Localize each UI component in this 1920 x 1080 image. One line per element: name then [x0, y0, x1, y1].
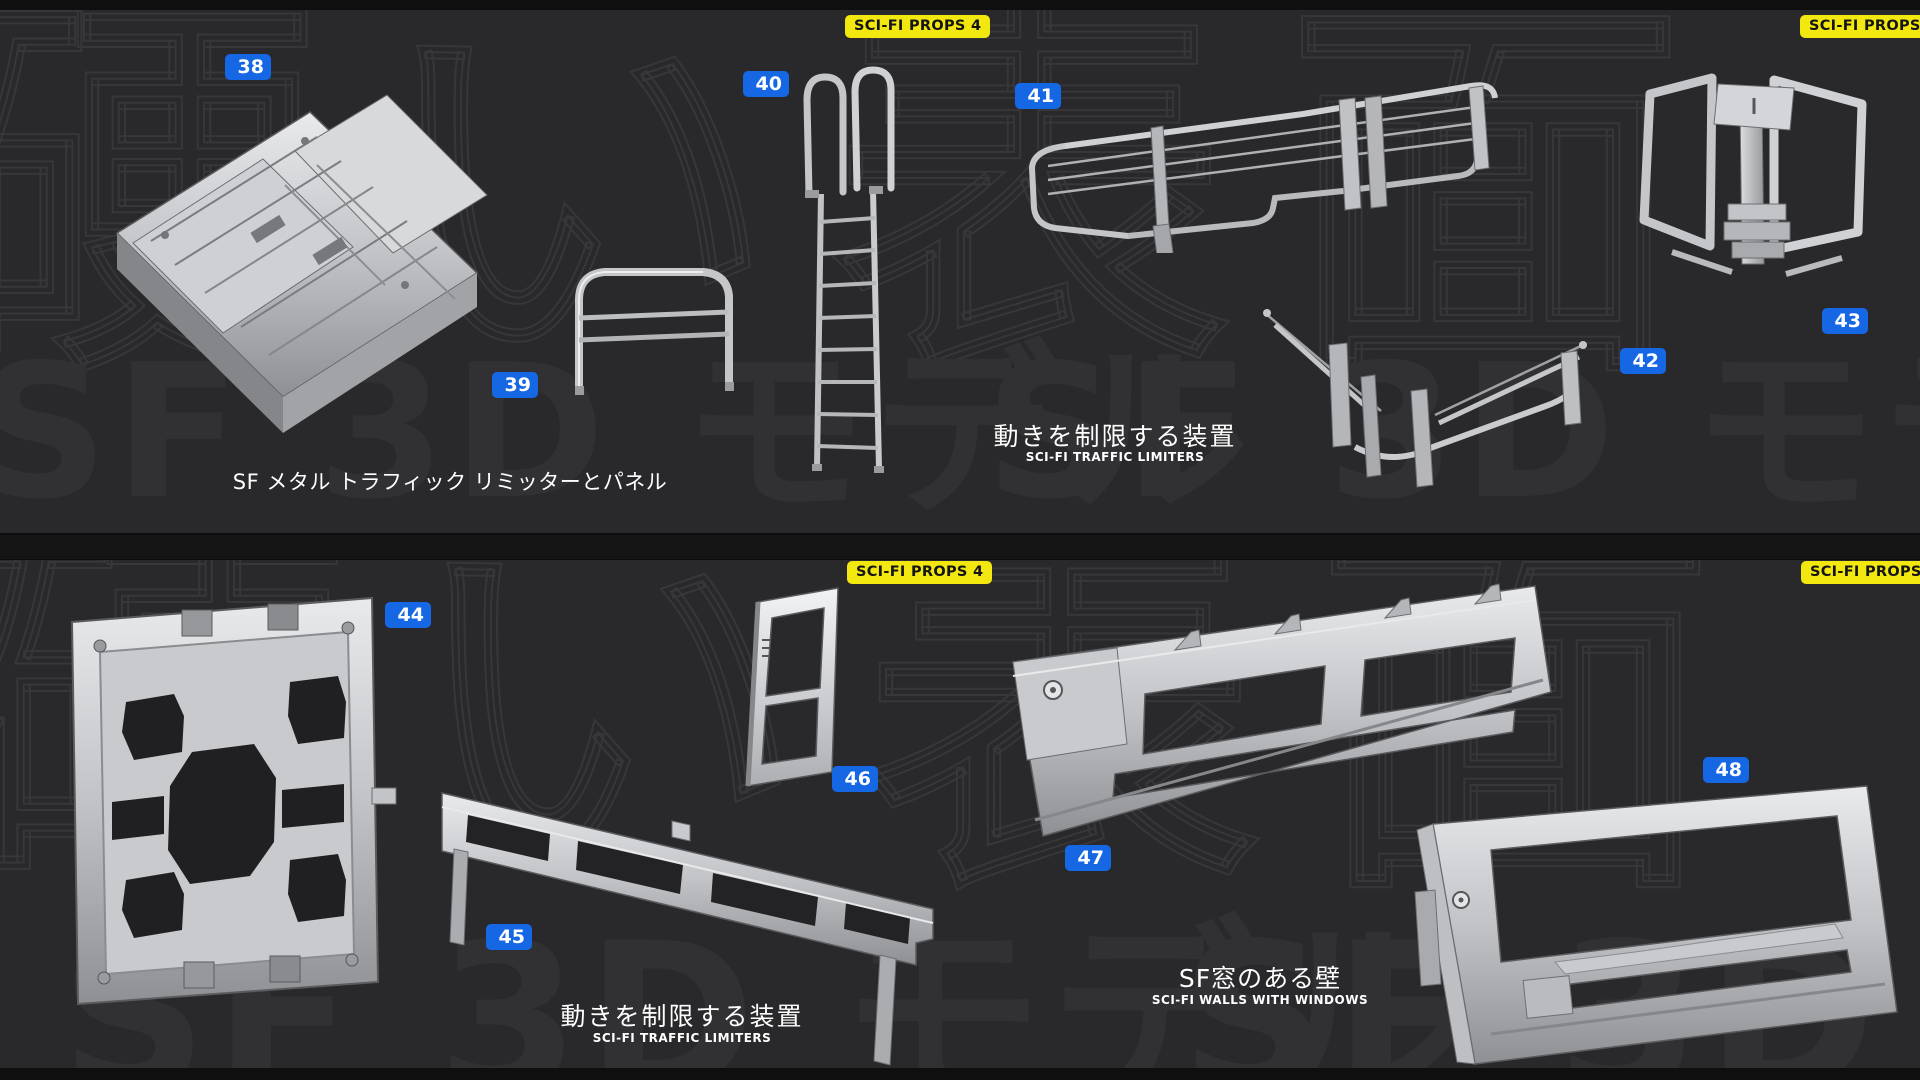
- caption-top-right-en: SCI-FI TRAFFIC LIMITERS: [1025, 450, 1205, 464]
- item-number-badge-40: 40: [743, 71, 789, 97]
- series-badge-top-center: SCI-FI PROPS 4: [845, 15, 991, 38]
- model-40-ladder: [785, 62, 907, 487]
- series-badge-bottom-right: SCI-FI PROPS 4: [1801, 561, 1920, 584]
- item-number-badge-42: 42: [1620, 348, 1666, 374]
- top-black-strip: [0, 0, 1920, 10]
- bottom-black-strip: [0, 1068, 1920, 1080]
- item-number-badge-46: 46: [832, 766, 878, 792]
- model-47-wall-frame: [995, 572, 1560, 877]
- item-number-badge-47: 47: [1065, 845, 1111, 871]
- series-badge-top-right: SCI-FI PROPS 4: [1800, 15, 1920, 38]
- model-44-square-panel: [42, 580, 404, 1015]
- caption-top-right-jp: 動きを制限する装置: [993, 422, 1237, 451]
- item-number-badge-38: 38: [225, 54, 271, 80]
- model-43-folding-gate: [1612, 62, 1904, 297]
- model-39-tubular-railing: [555, 238, 750, 398]
- item-number-badge-44: 44: [385, 602, 431, 628]
- model-42-v-wire-barrier: [1243, 295, 1608, 500]
- model-41-long-wire-barrier: [1003, 48, 1538, 253]
- caption-bottom-right-jp: SF窓のある壁: [1178, 964, 1342, 993]
- model-48-wall-with-window: [1405, 772, 1920, 1070]
- model-45-long-cutout-barrier: [428, 733, 958, 1068]
- caption-bottom-left-jp: 動きを制限する装置: [560, 1002, 804, 1031]
- divider-band: [0, 533, 1920, 560]
- item-number-badge-45: 45: [486, 924, 532, 950]
- item-number-badge-43: 43: [1822, 308, 1868, 334]
- model-38-metal-platform-panel: [55, 55, 505, 455]
- item-number-badge-41: 41: [1015, 83, 1061, 109]
- caption-bottom-left-en: SCI-FI TRAFFIC LIMITERS: [592, 1031, 772, 1045]
- watermark-model-top-right: SF 3D モデル: [985, 324, 1920, 533]
- series-badge-bottom-center: SCI-FI PROPS 4: [847, 561, 993, 584]
- model-46-framed-door-panel: [718, 580, 856, 798]
- watermark-model-top-left: SF 3D モデル: [0, 324, 1255, 533]
- item-number-badge-39: 39: [492, 372, 538, 398]
- caption-bottom-right-en: SCI-FI WALLS WITH WINDOWS: [1151, 993, 1369, 1007]
- caption-top-left-jp: SF メタル トラフィック リミッターとパネル: [232, 470, 668, 494]
- item-number-badge-48: 48: [1703, 757, 1749, 783]
